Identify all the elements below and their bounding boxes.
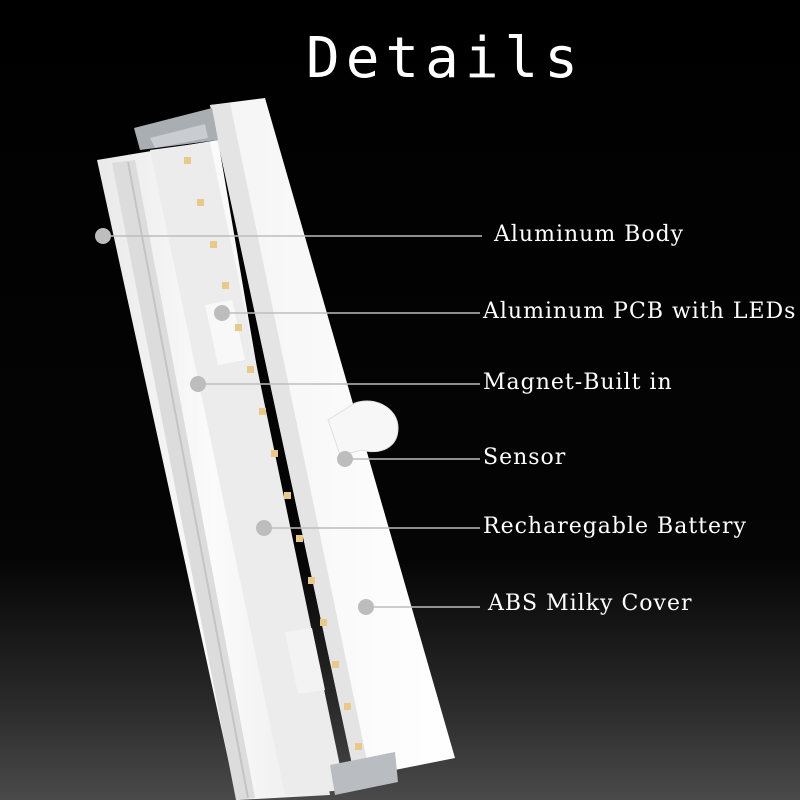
led-chip — [296, 535, 303, 542]
milky-cover — [210, 98, 455, 778]
led-chip — [210, 241, 217, 248]
sensor-bump — [327, 400, 399, 456]
dot-marker-icon — [256, 520, 272, 536]
callout-battery: Recharegable Battery — [483, 514, 747, 539]
page-title: Details — [305, 26, 584, 91]
led-chip — [284, 492, 291, 499]
led-chip — [197, 199, 204, 206]
led-chip — [308, 577, 315, 584]
rail-groove — [127, 161, 249, 799]
led-chip — [344, 703, 351, 710]
top-cap-inner — [150, 124, 208, 148]
dot-marker-icon — [190, 376, 206, 392]
side-rail — [112, 160, 255, 800]
cover-shade — [210, 103, 370, 778]
callout-milky-cover: ABS Milky Cover — [488, 591, 693, 616]
led-chip — [222, 282, 229, 289]
led-chip — [247, 366, 254, 373]
callout-sensor: Sensor — [483, 445, 567, 470]
lower-panel — [285, 628, 325, 694]
callout-aluminum-pcb: Aluminum PCB with LEDs — [483, 299, 797, 324]
led-chip — [332, 661, 339, 668]
led-chip — [259, 408, 266, 415]
led-chip — [271, 450, 278, 457]
led-chip — [320, 619, 327, 626]
led-strip — [184, 157, 362, 750]
dot-marker-icon — [214, 305, 230, 321]
bottom-cap — [330, 752, 398, 795]
led-chip — [184, 157, 191, 164]
dot-marker-icon — [337, 451, 353, 467]
callout-lines — [95, 228, 482, 615]
dot-marker-icon — [95, 228, 111, 244]
light-bar — [97, 98, 455, 800]
led-chip — [355, 743, 362, 750]
callout-magnet: Magnet-Built in — [483, 370, 673, 395]
callout-aluminum-body: Aluminum Body — [494, 222, 685, 247]
led-chip — [235, 324, 242, 331]
dot-marker-icon — [358, 599, 374, 615]
